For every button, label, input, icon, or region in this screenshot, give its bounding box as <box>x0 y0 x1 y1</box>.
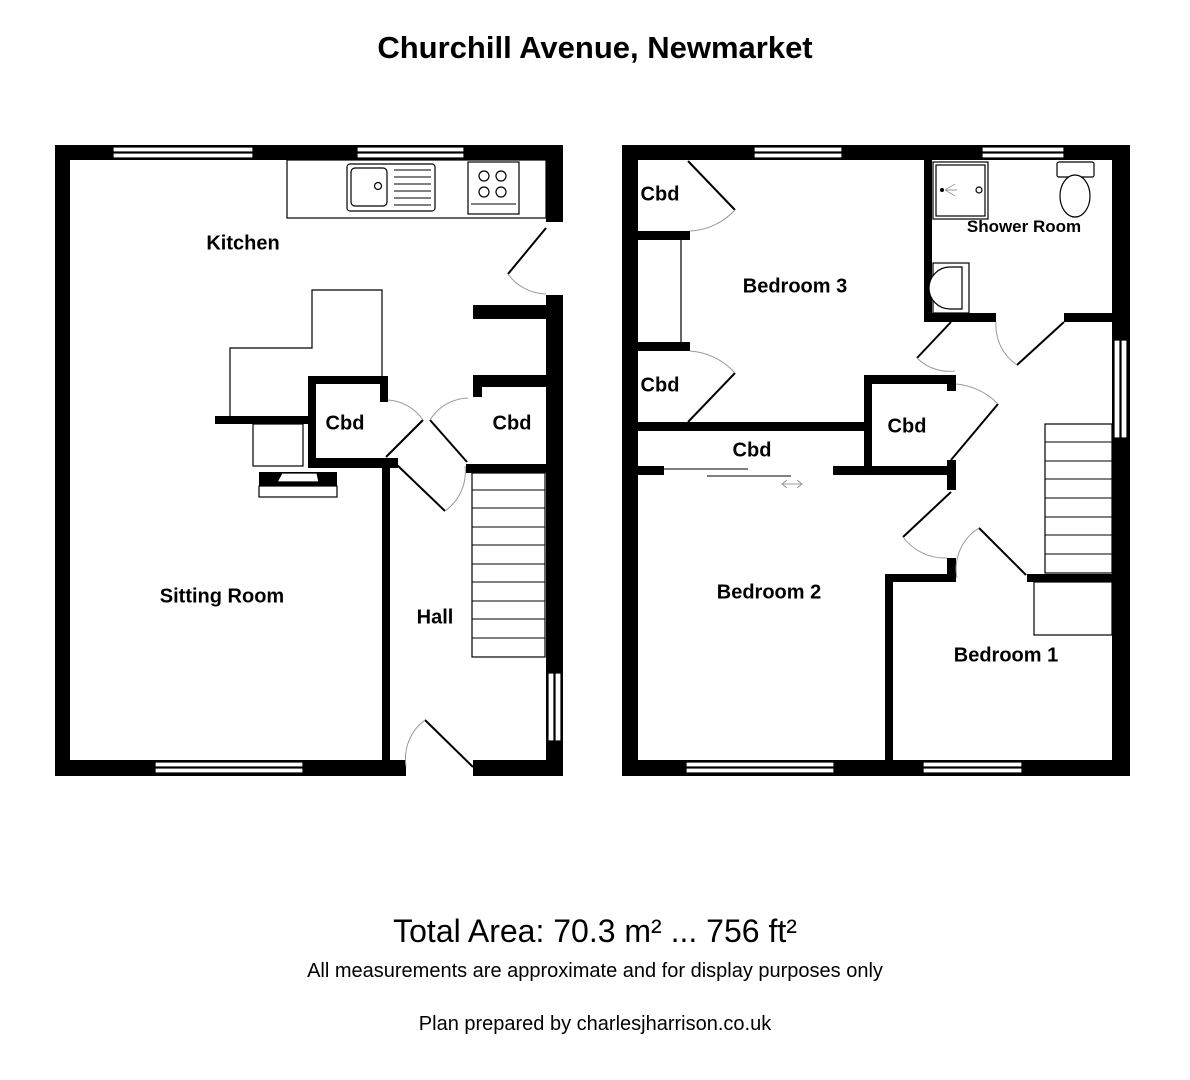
room-label-cupboard: Cbd <box>640 374 680 397</box>
room-label-shower-room: Shower Room <box>966 217 1082 236</box>
room-label-cupboard: Cbd <box>492 412 532 435</box>
room-label-kitchen: Kitchen <box>206 232 280 255</box>
room-label-hall: Hall <box>416 606 454 629</box>
room-label-cupboard: Cbd <box>640 183 680 206</box>
disclaimer: All measurements are approximate and for… <box>307 960 883 982</box>
room-label-bedroom-1: Bedroom 1 <box>953 644 1059 667</box>
ground-floor-plan <box>55 145 563 776</box>
credit: Plan prepared by charlesjharrison.co.uk <box>418 1013 772 1035</box>
room-label-sitting-room: Sitting Room <box>159 585 285 608</box>
room-label-cupboard: Cbd <box>887 415 927 438</box>
room-label-bedroom-2: Bedroom 2 <box>716 581 822 604</box>
room-label-cupboard: Cbd <box>325 412 365 435</box>
total-area: Total Area: 70.3 m² ... 756 ft² <box>393 913 797 949</box>
plan-title: Churchill Avenue, Newmarket <box>377 30 813 65</box>
ground-floor-doors <box>385 227 547 768</box>
first-floor-doors <box>687 160 1065 579</box>
room-label-cupboard: Cbd <box>732 439 772 462</box>
room-label-bedroom-3: Bedroom 3 <box>742 275 848 298</box>
